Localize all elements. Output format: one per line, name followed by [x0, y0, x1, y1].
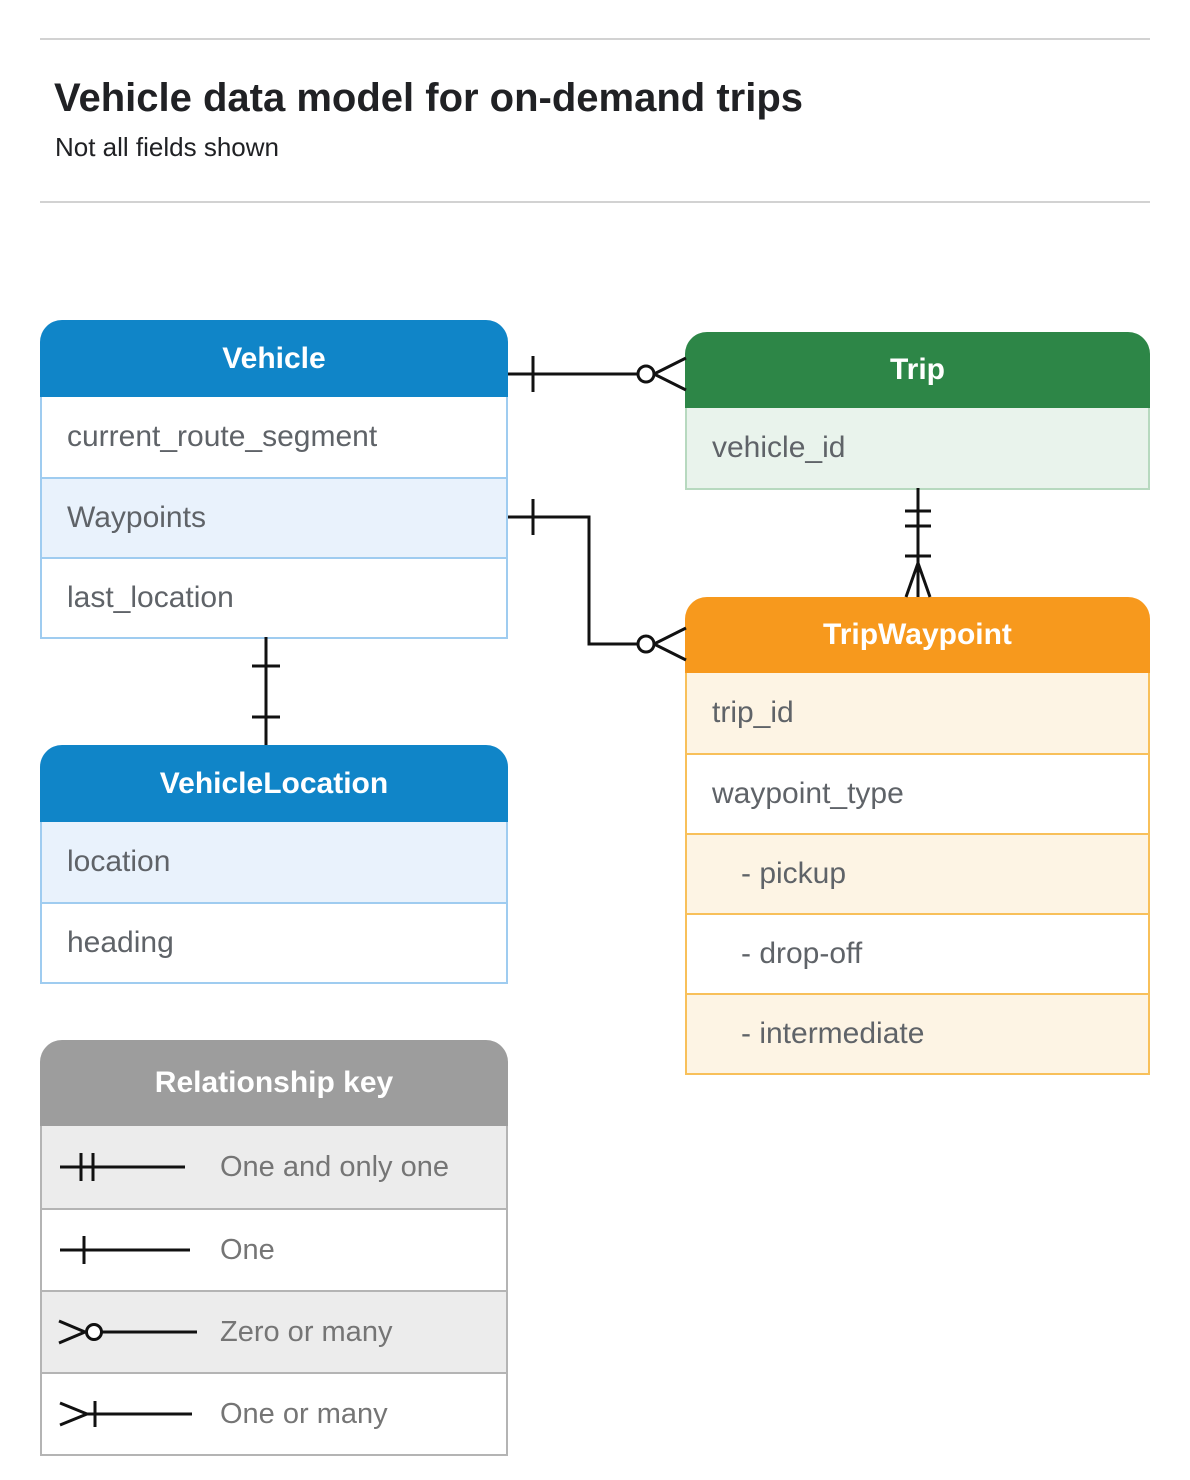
divider-top — [40, 38, 1150, 40]
vehicle-table: Vehicle current_route_segment Waypoints … — [40, 320, 508, 639]
legend-label: Zero or many — [220, 1315, 393, 1348]
tripwaypoint-table-header: TripWaypoint — [685, 597, 1150, 673]
zero-or-many-symbol — [58, 1319, 197, 1345]
relationship-key: Relationship key One and only one One — [40, 1040, 508, 1456]
page-title: Vehicle data model for on-demand trips — [54, 76, 804, 120]
legend-row-one: One — [42, 1208, 506, 1290]
row-location: location — [42, 822, 506, 902]
legend-label: One and only one — [220, 1150, 449, 1183]
row-drop-off: - drop-off — [687, 913, 1148, 993]
legend-label: One — [220, 1233, 275, 1266]
tripwaypoint-table: TripWaypoint trip_id waypoint_type - pic… — [685, 597, 1150, 1075]
row-trip-id: trip_id — [687, 673, 1148, 753]
trip-table: Trip vehicle_id — [685, 332, 1150, 490]
connector-trip-tripwaypoint — [904, 488, 932, 598]
row-intermediate: - intermediate — [687, 993, 1148, 1073]
one-or-many-symbol — [59, 1401, 192, 1427]
connector-waypoints-tripwaypoint — [508, 499, 687, 662]
vehicle-table-header: Vehicle — [40, 320, 508, 397]
vehiclelocation-table-header: VehicleLocation — [40, 745, 508, 822]
row-vehicle-id: vehicle_id — [687, 408, 1148, 488]
row-pickup: - pickup — [687, 833, 1148, 913]
row-heading: heading — [42, 902, 506, 982]
legend-row-one-or-many: One or many — [42, 1372, 506, 1454]
divider-below-subtitle — [40, 201, 1150, 203]
one-and-only-one-symbol — [60, 1153, 185, 1181]
row-current-route-segment: current_route_segment — [42, 397, 506, 477]
connector-vehicle-vehiclelocation — [252, 637, 280, 745]
one-symbol — [60, 1236, 190, 1264]
row-waypoints: Waypoints — [42, 477, 506, 557]
vehiclelocation-table: VehicleLocation location heading — [40, 745, 508, 984]
legend-row-zero-or-many: Zero or many — [42, 1290, 506, 1372]
connector-vehicle-trip — [508, 356, 687, 392]
row-waypoint-type: waypoint_type — [687, 753, 1148, 833]
row-last-location: last_location — [42, 557, 506, 637]
legend-row-one-and-only-one: One and only one — [42, 1126, 506, 1208]
legend-label: One or many — [220, 1397, 388, 1430]
relationship-key-header: Relationship key — [40, 1040, 508, 1126]
trip-table-header: Trip — [685, 332, 1150, 408]
page-subtitle: Not all fields shown — [55, 132, 279, 162]
